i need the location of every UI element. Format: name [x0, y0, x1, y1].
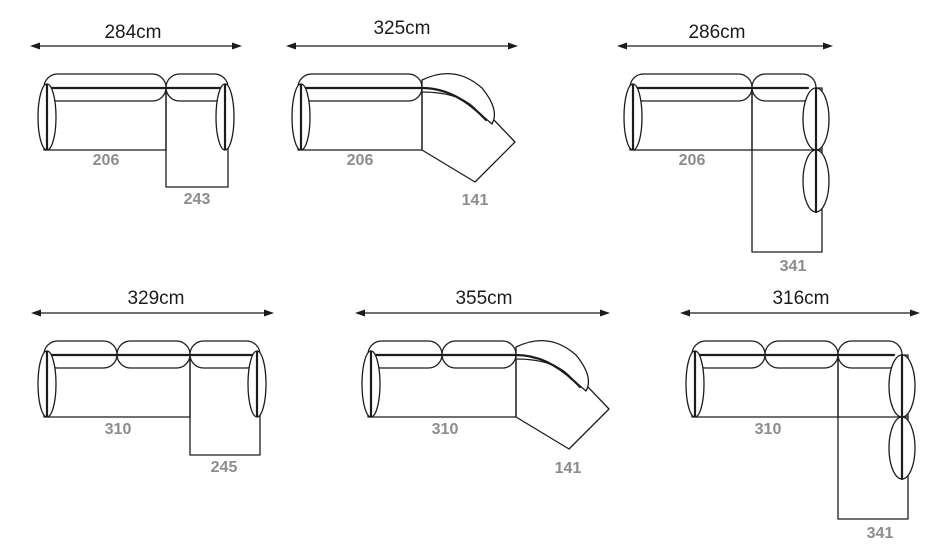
extension-length-label: 141 [555, 460, 582, 477]
sofa-outline [291, 73, 516, 183]
extension-length-label: 341 [867, 525, 894, 542]
dimension-arrow [680, 309, 920, 317]
config-1: 284cm 206 243 [30, 22, 242, 208]
total-width-label: 329cm [127, 288, 184, 309]
dimension-arrow [30, 42, 242, 50]
config-4: 329cm 310 245 [31, 288, 274, 476]
config-5: 355cm 310 141 [355, 288, 610, 477]
dimension-arrow [286, 42, 518, 50]
total-width-label: 325cm [373, 18, 430, 39]
total-width-label: 316cm [772, 288, 829, 309]
sofa-outline [623, 73, 830, 253]
seat-length-label: 310 [755, 421, 782, 438]
seat-length-label: 206 [347, 152, 374, 169]
total-width-label: 286cm [688, 22, 745, 43]
extension-length-label: 243 [184, 191, 211, 208]
config-2: 325cm 206 141 [286, 18, 518, 209]
seat-length-label: 310 [105, 421, 132, 438]
config-6: 316cm 310 341 [680, 288, 920, 542]
sofa-outline [361, 340, 610, 450]
extension-length-label: 341 [780, 258, 807, 275]
seat-length-label: 310 [432, 421, 459, 438]
extension-length-label: 245 [211, 459, 238, 476]
sofa-outline [37, 73, 235, 188]
dimension-arrow [617, 42, 833, 50]
extension-length-label: 141 [462, 192, 489, 209]
config-3: 286cm 206 341 [617, 22, 833, 275]
seat-length-label: 206 [93, 152, 120, 169]
total-width-label: 355cm [455, 288, 512, 309]
seat-length-label: 206 [679, 152, 706, 169]
dimension-arrow [355, 309, 610, 317]
sofa-outline [37, 340, 267, 456]
total-width-label: 284cm [104, 22, 161, 43]
dimension-arrow [31, 309, 274, 317]
sofa-outline [685, 340, 916, 520]
